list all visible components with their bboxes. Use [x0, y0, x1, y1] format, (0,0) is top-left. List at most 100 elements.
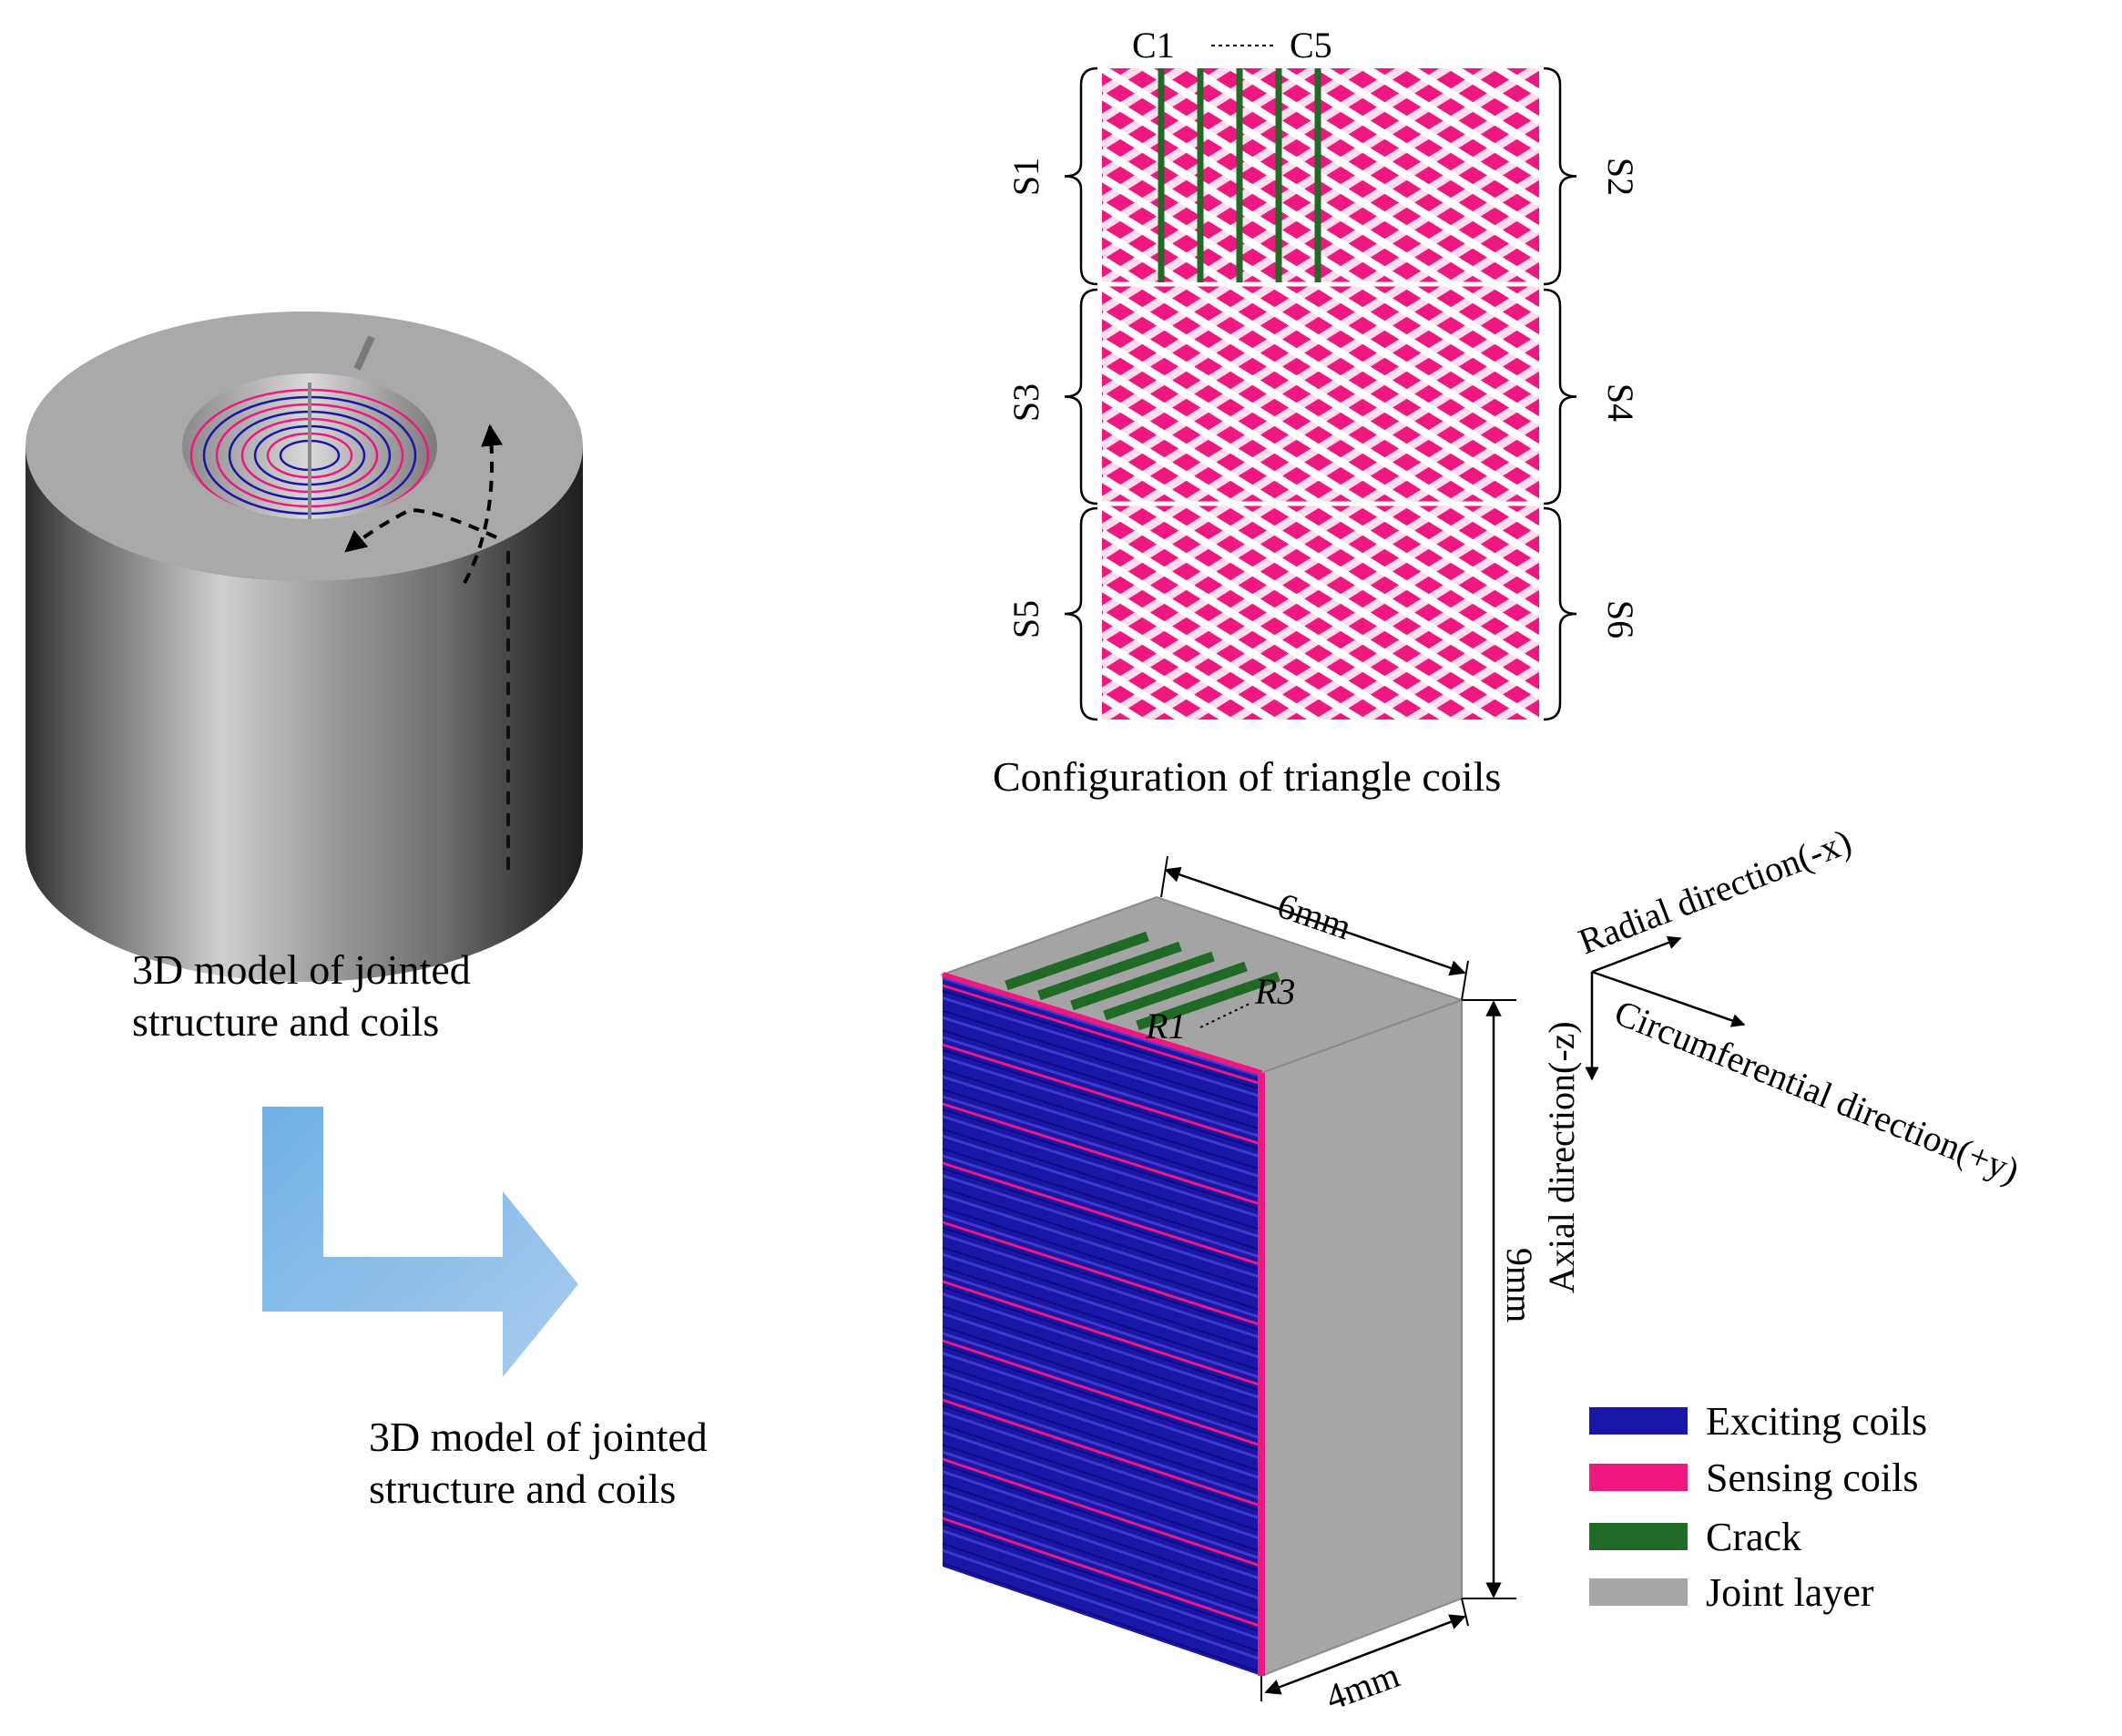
coil-gap-line — [1102, 584, 1323, 720]
coil-stripe-sensing — [942, 984, 1262, 1086]
coil-stripe-highlight — [942, 1016, 1262, 1118]
block-crack — [1136, 971, 1280, 1031]
coil-stripe-highlight — [942, 1252, 1262, 1360]
coil-stripe-shadow — [942, 1068, 1262, 1171]
coil-stripe-highlight — [942, 1470, 1262, 1581]
cylinder-caption-line1: 3D model of jointed — [132, 946, 471, 993]
block-crack-label-dots — [1199, 1003, 1250, 1028]
coil-stripe-shadow — [942, 1523, 1262, 1633]
coil-stripe-shadow — [942, 1266, 1262, 1372]
coil-gap-line — [1102, 311, 1539, 589]
coordinate-axes — [1585, 935, 1746, 1081]
coil-stripe-sensing — [942, 1339, 1262, 1447]
coil-gap-line — [1102, 253, 1539, 532]
triangle-crack-lines — [1158, 68, 1321, 282]
coil-stripe-shadow — [942, 1464, 1262, 1573]
legend-label-crack: Crack — [1706, 1515, 1801, 1559]
coil-gap-line — [1102, 447, 1539, 720]
coil-stripe-shadow — [942, 1128, 1262, 1231]
coil-stripe-shadow — [942, 1227, 1262, 1332]
coil-stripe-highlight — [942, 1450, 1262, 1561]
coil-gap-line — [1403, 68, 1539, 152]
coil-stripe-shadow — [942, 1384, 1262, 1493]
section-label-s5: S5 — [1005, 600, 1046, 638]
axis-radial-label: Radial direction(-x) — [1573, 821, 1857, 962]
coil-stripe-highlight — [942, 1115, 1262, 1219]
coil-stripe-shadow — [942, 1207, 1262, 1312]
section-brace — [1543, 506, 1577, 721]
coil-stripe-sensing — [942, 1102, 1262, 1206]
legend-label-joint: Joint layer — [1706, 1570, 1874, 1615]
dim-4mm-label: 4mm — [1321, 1654, 1405, 1718]
coil-stripe-highlight — [942, 1292, 1262, 1400]
crack-label-last: C5 — [1290, 25, 1332, 66]
transition-arrow — [262, 1107, 578, 1377]
block-coil-stripes — [942, 972, 1262, 1673]
coil-stripe-shadow — [942, 1088, 1262, 1191]
coil-stripe-shadow — [942, 1503, 1262, 1613]
section-brace — [1064, 66, 1098, 286]
coil-gap-line — [1102, 199, 1539, 477]
coil-gap-line — [1358, 68, 1539, 179]
coil-stripe-highlight — [942, 1391, 1262, 1500]
section-label-s4: S4 — [1600, 383, 1641, 422]
coil-stripe-sensing — [942, 1398, 1262, 1507]
coil-stripe-highlight — [942, 1213, 1262, 1320]
coil-gap-line — [1102, 529, 1412, 720]
coil-stripe-highlight — [942, 1548, 1262, 1661]
coil-stripe-highlight — [942, 1371, 1262, 1480]
coil-gap-line — [1314, 581, 1539, 720]
section-label-s6: S6 — [1600, 600, 1641, 638]
block-crack-label-r1: R1 — [1145, 1006, 1186, 1047]
coil-gap-line — [1446, 663, 1539, 720]
coil-stripe-shadow — [942, 1424, 1262, 1533]
axis-radial-arrow — [1591, 935, 1682, 974]
coil-stripe-shadow — [942, 1542, 1262, 1653]
coil-stripe-shadow — [942, 1168, 1262, 1271]
dim-4mm-line — [1264, 1614, 1466, 1695]
coil-gap-line — [1102, 171, 1539, 450]
coil-gap-line — [1102, 68, 1235, 149]
axis-axial-label: Axial direction(-z) — [1541, 1021, 1582, 1293]
rotation-arrow-up — [463, 424, 504, 584]
coil-stripe-shadow — [942, 990, 1262, 1090]
coil-stripe-highlight — [942, 1036, 1262, 1139]
coil-stripe-highlight — [942, 1233, 1262, 1340]
coil-stripe-shadow — [942, 1187, 1262, 1292]
legend-label-exciting: Exciting coils — [1706, 1399, 1927, 1444]
arrow-caption-line2: structure and coils — [369, 1465, 676, 1512]
dim-6mm-ext-right — [1461, 960, 1469, 1001]
coil-stripe-sensing — [942, 1280, 1262, 1387]
coil-stripe-highlight — [942, 1312, 1262, 1420]
coil-stripe-shadow — [942, 1345, 1262, 1453]
coil-gap-line — [1358, 608, 1539, 720]
coil-gap-line — [1102, 226, 1539, 505]
triangle-coils-caption: Configuration of triangle coils — [993, 753, 1501, 800]
dim-6mm-line — [1164, 866, 1466, 976]
joint-block — [939, 895, 1465, 1678]
coil-gap-line — [1102, 68, 1191, 122]
coil-stripe-sensing — [942, 1516, 1262, 1629]
coil-stripe-shadow — [942, 1364, 1262, 1473]
coil-top-edge — [942, 972, 1262, 1076]
legend-label-sensing: Sensing coils — [1706, 1455, 1918, 1500]
coil-stripe-highlight — [942, 1529, 1262, 1641]
section-brace — [1064, 288, 1098, 505]
coil-gap-line — [1102, 420, 1539, 699]
coil-gap-line — [1102, 611, 1280, 720]
legend: Exciting coils Sensing coils Crack Joint… — [1589, 1399, 1927, 1615]
dim-6mm-ext-left — [1160, 855, 1168, 898]
coil-stripe-shadow — [942, 1286, 1262, 1392]
coil-stripe-sensing — [942, 1220, 1262, 1327]
coil-stripe-highlight — [942, 1509, 1262, 1621]
coil-gap-line — [1102, 502, 1455, 720]
coil-gap-line — [1102, 638, 1235, 720]
dim-6mm-label: 6mm — [1272, 884, 1356, 947]
coil-stripe-highlight — [942, 1430, 1262, 1540]
coil-gap-line — [1102, 338, 1539, 617]
joint-line-stub — [353, 335, 375, 371]
rotation-arrow-left — [344, 507, 497, 553]
coil-stripe-sensing — [942, 1457, 1262, 1568]
block-crack — [1037, 941, 1182, 1001]
coil-stripe-shadow — [942, 1305, 1262, 1413]
